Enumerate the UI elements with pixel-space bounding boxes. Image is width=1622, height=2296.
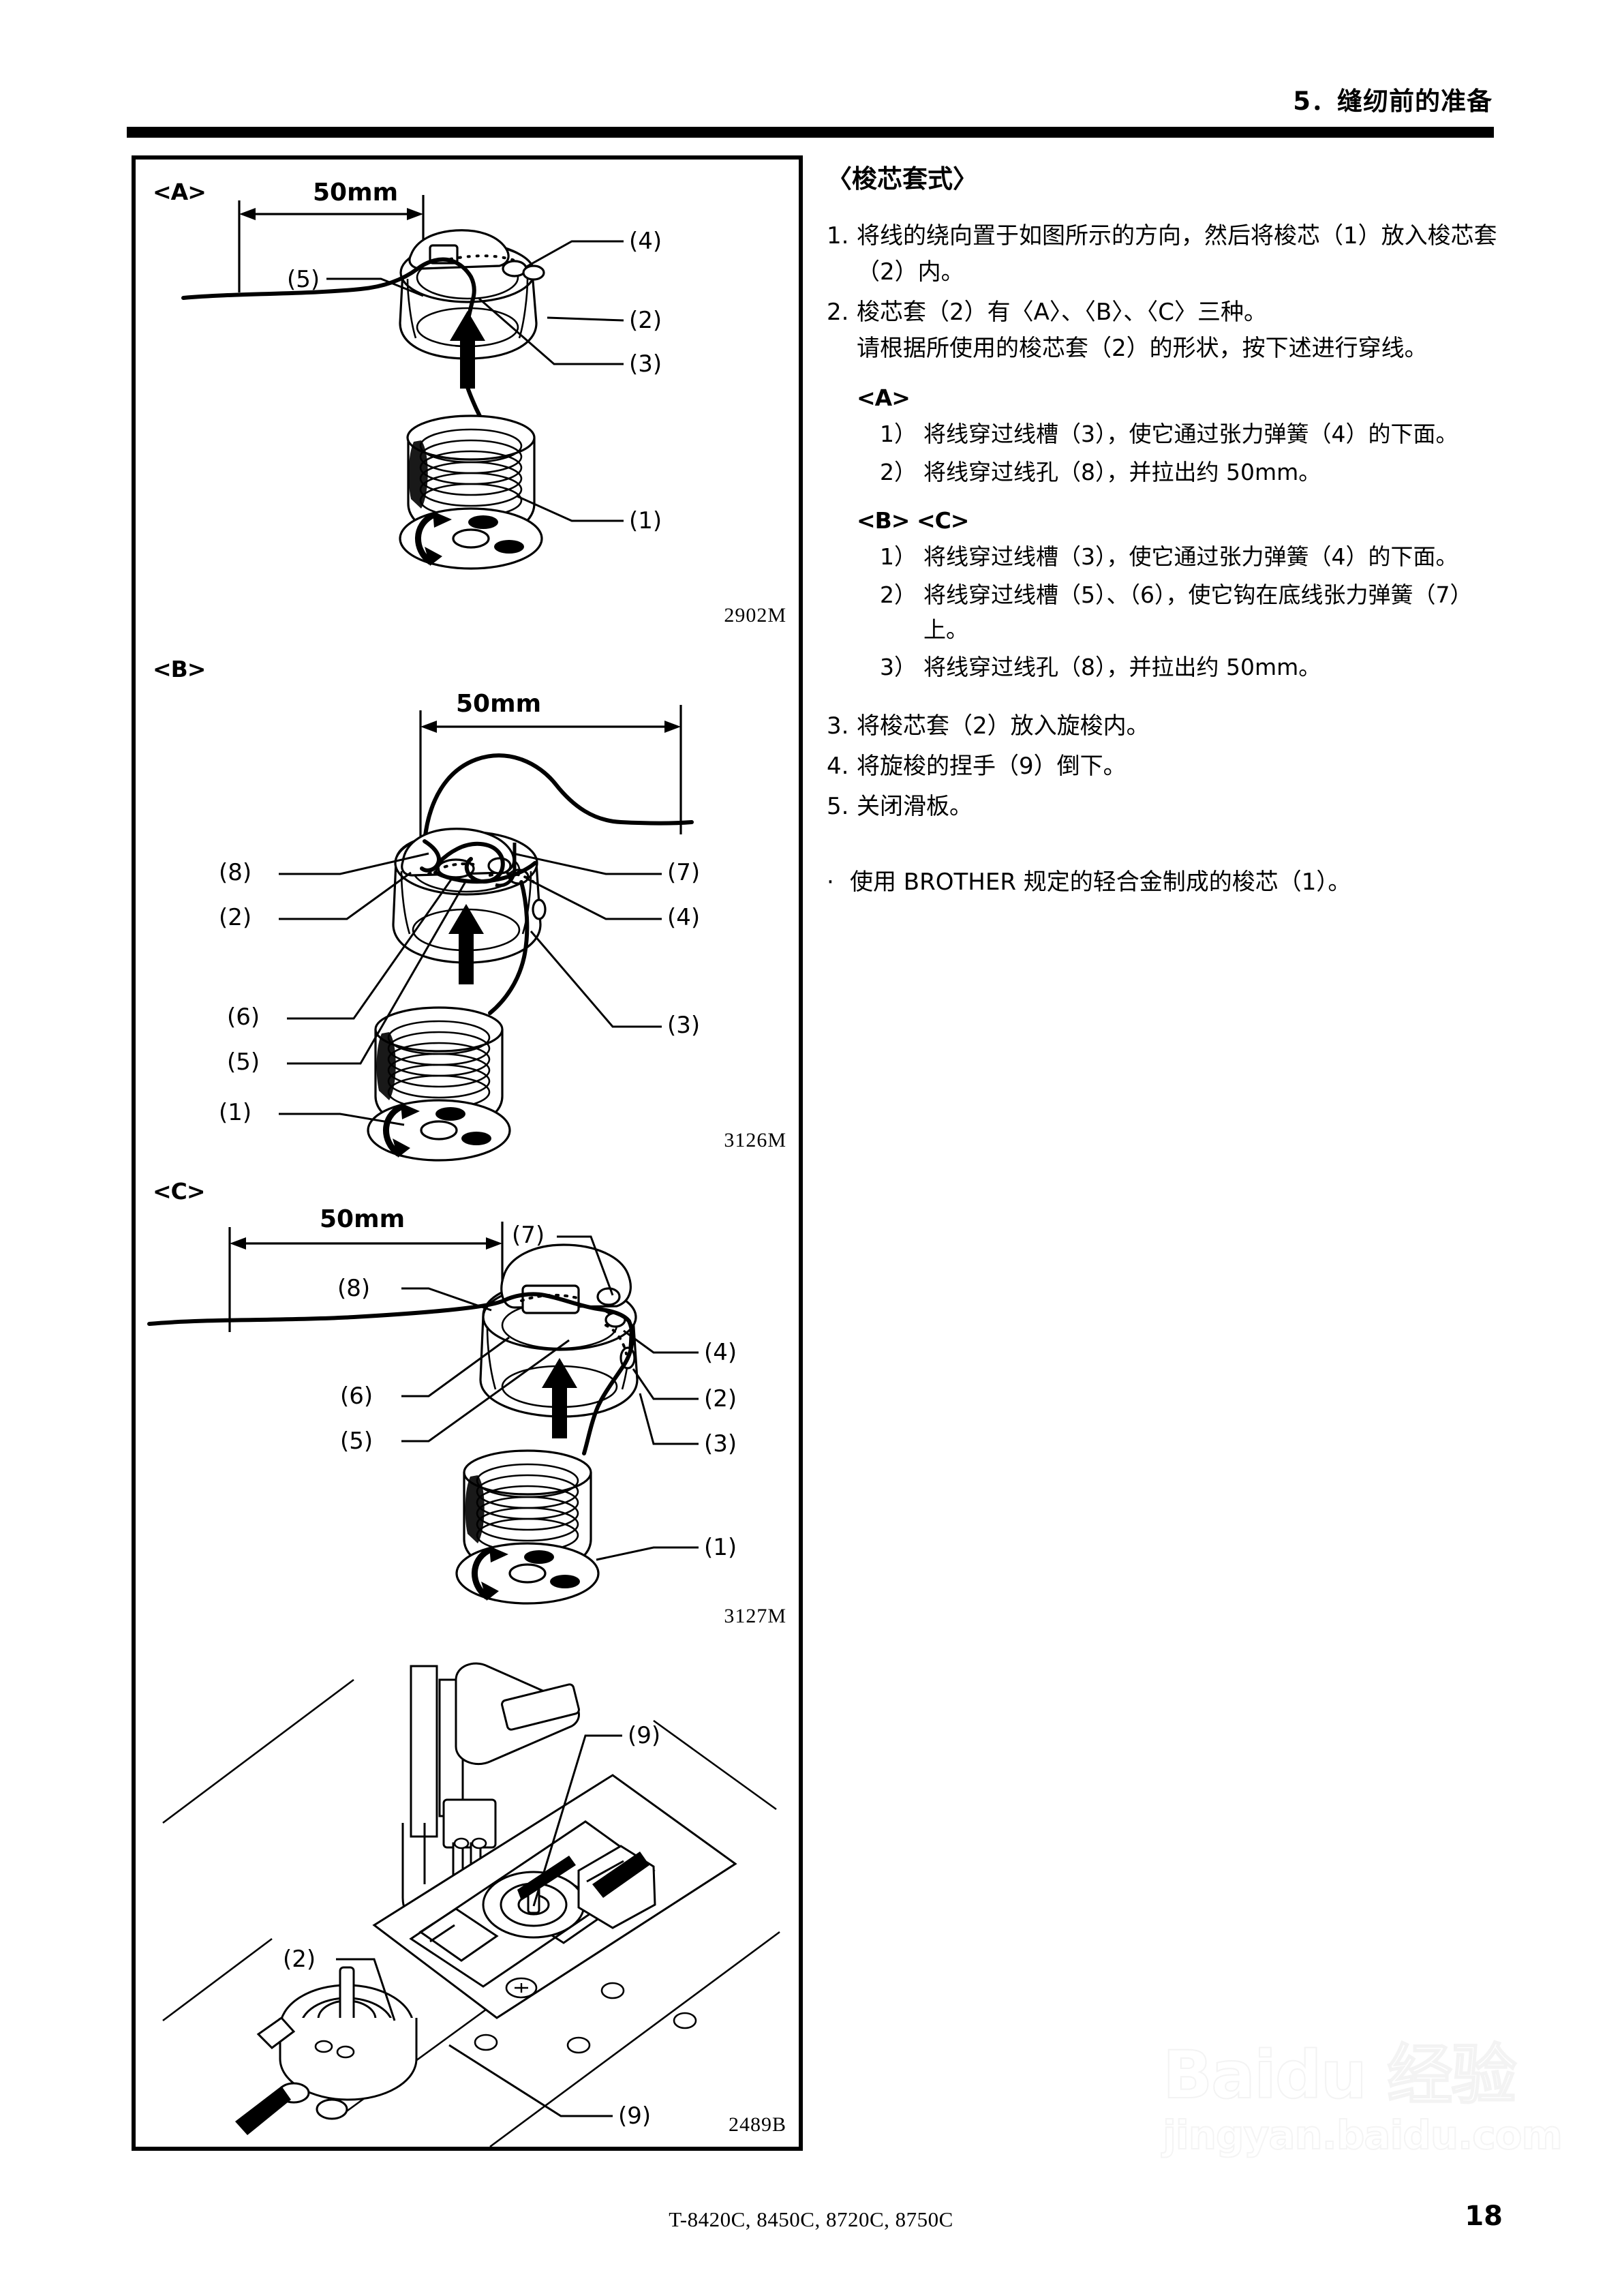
instruction-step-4: 4. 将旋梭的捏手（9）倒下。: [827, 749, 1515, 785]
step-2-line-2: 请根据所使用的梭芯套（2）的形状，按下述进行穿线。: [857, 335, 1428, 363]
panel-a-callout-5: (5): [287, 266, 320, 293]
panel-d-callout-9-top: (9): [628, 1722, 661, 1749]
panel-d-figure-code: 2489B: [728, 2113, 786, 2136]
panel-a-dimension-label: 50mm: [313, 179, 399, 207]
panel-a-callout-3: (3): [629, 350, 662, 378]
group-bc-item-2: 2） 将线穿过线槽（5）、（6），使它钩在底线张力弹簧（7）上。: [880, 577, 1515, 648]
figure-panel-machine: (9) (2) (9) 2489B: [136, 1639, 807, 2147]
group-bc-item-1-text: 将线穿过线槽（3），使它通过张力弹簧（4）的下面。: [923, 543, 1458, 571]
group-bc-item-3-number: 3）: [880, 654, 917, 681]
section-heading: 〈梭芯套式〉: [827, 164, 978, 194]
figure-panel-b: <B> 50mm: [136, 637, 807, 1162]
group-bc-item-1-number: 1）: [880, 543, 917, 571]
figure-panel-c: <C> 50mm: [136, 1162, 807, 1639]
panel-b-drawing: [279, 705, 694, 1162]
panel-b-callout-6: (6): [227, 1003, 260, 1031]
group-a-item-1-number: 1）: [880, 421, 917, 448]
step-2-number: 2.: [827, 299, 849, 327]
instruction-step-3: 3. 将梭芯套（2）放入旋梭内。: [827, 708, 1515, 744]
figure-panel-frame: <A> 50mm: [132, 155, 803, 2151]
instructions-column: 〈梭芯套式〉 1. 将线的绕向置于如图所示的方向，然后将梭芯（1）放入梭芯套（2…: [827, 158, 1515, 901]
watermark-main-text: Baidu 经验: [1162, 2037, 1517, 2113]
spacer: [827, 688, 1515, 708]
step-5-number: 5.: [827, 793, 849, 820]
panel-a-callout-1: (1): [629, 507, 662, 534]
instruction-note: · 使用 BROTHER 规定的轻合金制成的梭芯（1）。: [827, 864, 1515, 901]
panel-a-figure-code: 2902M: [724, 604, 786, 626]
figure-panel-a: <A> 50mm: [136, 160, 807, 637]
group-bc-item-3: 3） 将线穿过线孔（8），并拉出约 50mm。: [880, 650, 1515, 684]
panel-c-dimension-label: 50mm: [320, 1205, 406, 1233]
watermark-sub-text: jingyan.baidu.com: [1162, 2111, 1563, 2159]
step-1-number: 1.: [827, 222, 849, 250]
panel-c-callout-7: (7): [512, 1222, 545, 1249]
panel-b-callout-3: (3): [667, 1012, 701, 1039]
panel-b-callout-8: (8): [219, 859, 252, 886]
note-text: 使用 BROTHER 规定的轻合金制成的梭芯（1）。: [850, 868, 1351, 896]
panel-b-callout-4: (4): [667, 904, 701, 931]
panel-c-figure-code: 3127M: [724, 1605, 786, 1627]
header-rule: [127, 127, 1494, 138]
panel-c-callout-5: (5): [340, 1428, 373, 1455]
panel-b-callout-5: (5): [227, 1048, 260, 1076]
group-a-item-2-text: 将线穿过线孔（8），并拉出约 50mm。: [923, 458, 1321, 485]
group-bc-item-3-text: 将线穿过线孔（8），并拉出约 50mm。: [923, 654, 1321, 681]
panel-b-figure-code: 3126M: [724, 1129, 786, 1151]
panel-c-callout-2: (2): [704, 1385, 737, 1413]
panel-b-dimension-label: 50mm: [456, 690, 542, 718]
panel-a-callout-2: (2): [629, 307, 662, 334]
instruction-step-2: 2. 梭芯套（2）有〈A〉、〈B〉、〈C〉三种。 请根据所使用的梭芯套（2）的形…: [827, 294, 1515, 367]
panel-c-callout-4: (4): [704, 1339, 737, 1366]
step-1-text: 将线的绕向置于如图所示的方向，然后将梭芯（1）放入梭芯套（2）内。: [857, 222, 1497, 286]
panel-c-callout-8: (8): [337, 1275, 371, 1302]
page-number: 18: [1465, 2201, 1503, 2232]
group-a-item-1-text: 将线穿过线槽（3），使它通过张力弹簧（4）的下面。: [923, 421, 1458, 448]
group-a-item-1: 1） 将线穿过线槽（3），使它通过张力弹簧（4）的下面。: [880, 417, 1515, 451]
page-title: 5．缝纫前的准备: [1293, 87, 1493, 116]
group-a-title: <A>: [857, 384, 911, 412]
panel-c-callout-6: (6): [340, 1383, 373, 1410]
panel-b-callout-2: (2): [219, 904, 252, 931]
panel-d-callout-9-bottom: (9): [618, 2102, 652, 2130]
instruction-step-5: 5. 关闭滑板。: [827, 789, 1515, 825]
panel-d-drawing: [162, 1662, 780, 2147]
panel-b-callout-1: (1): [219, 1099, 252, 1126]
group-a-item-2-number: 2）: [880, 458, 917, 485]
panel-d-callout-2: (2): [283, 1946, 316, 1973]
step-3-number: 3.: [827, 712, 849, 740]
panel-c-callout-1: (1): [704, 1534, 737, 1561]
group-bc-title: <B> <C>: [857, 507, 969, 534]
baidu-watermark: Baidu 经验 jingyan.baidu.com: [1162, 2037, 1599, 2213]
panel-b-callout-7: (7): [667, 859, 701, 886]
note-bullet: ·: [827, 868, 834, 896]
panel-c-drawing: [147, 1222, 699, 1605]
group-a-item-2: 2） 将线穿过线孔（8），并拉出约 50mm。: [880, 455, 1515, 489]
instruction-step-1: 1. 将线的绕向置于如图所示的方向，然后将梭芯（1）放入梭芯套（2）内。: [827, 218, 1515, 290]
group-bc-item-2-text: 将线穿过线槽（5）、（6），使它钩在底线张力弹簧（7）上。: [923, 581, 1473, 643]
panel-b-label: <B>: [153, 656, 206, 682]
panel-a-label: <A>: [153, 179, 206, 205]
panel-c-callout-3: (3): [704, 1430, 737, 1457]
step-2-body: 梭芯套（2）有〈A〉、〈B〉、〈C〉三种。 请根据所使用的梭芯套（2）的形状，按…: [857, 294, 1515, 367]
step-2-line-1: 梭芯套（2）有〈A〉、〈B〉、〈C〉三种。: [857, 299, 1267, 327]
step-4-number: 4.: [827, 752, 849, 780]
panel-a-callout-4: (4): [629, 228, 662, 255]
group-bc-item-2-number: 2）: [880, 581, 917, 608]
step-3-text: 将梭芯套（2）放入旋梭内。: [857, 712, 1150, 740]
panel-a-drawing: [181, 195, 624, 570]
step-4-text: 将旋梭的捏手（9）倒下。: [857, 752, 1127, 780]
step-5-text: 关闭滑板。: [857, 793, 973, 820]
panel-c-label: <C>: [153, 1178, 206, 1205]
footer-model-list: T-8420C, 8450C, 8720C, 8750C: [669, 2207, 953, 2231]
group-bc-item-1: 1） 将线穿过线槽（3），使它通过张力弹簧（4）的下面。: [880, 539, 1515, 574]
